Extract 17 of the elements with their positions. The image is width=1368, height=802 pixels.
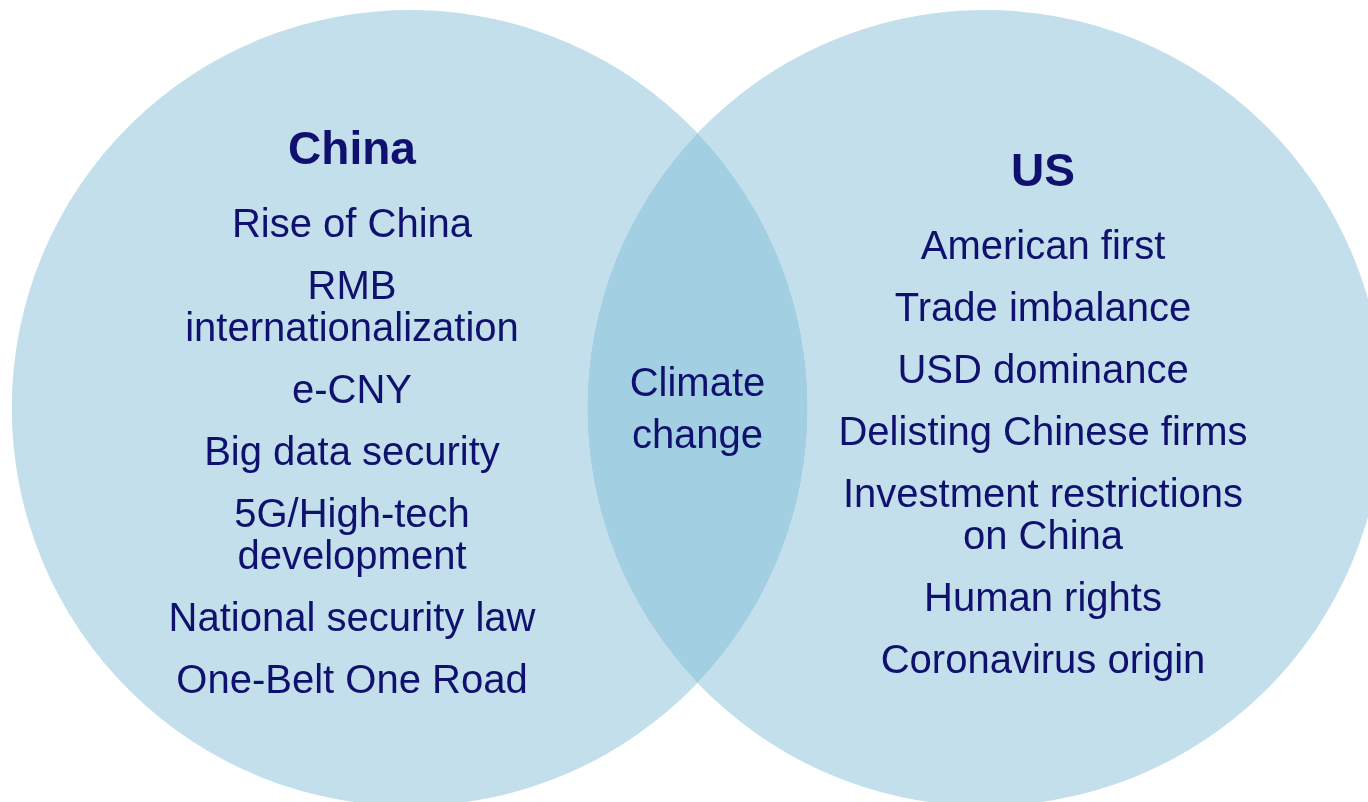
list-item: Rise of China bbox=[231, 202, 473, 244]
list-item: RMB internationalization bbox=[184, 264, 520, 348]
list-item: e-CNY bbox=[292, 368, 412, 410]
list-item: 5G/High-tech development bbox=[233, 492, 471, 576]
list-item: Investment restrictions on China bbox=[841, 472, 1245, 556]
overlap-text: Climate change bbox=[628, 359, 767, 458]
list-item: Human rights bbox=[924, 576, 1162, 618]
list-item: USD dominance bbox=[897, 348, 1189, 390]
list-item: Delisting Chinese firms bbox=[838, 410, 1248, 452]
list-item: American first bbox=[920, 224, 1166, 266]
list-item: Trade imbalance bbox=[894, 286, 1192, 328]
circle-heading: US bbox=[1011, 144, 1075, 196]
list-item: National security law bbox=[168, 596, 536, 638]
list-item: Big data security bbox=[204, 430, 500, 472]
list-item: Coronavirus origin bbox=[880, 638, 1206, 680]
list-item: One-Belt One Road bbox=[176, 658, 528, 700]
circle-heading: China bbox=[288, 122, 416, 174]
